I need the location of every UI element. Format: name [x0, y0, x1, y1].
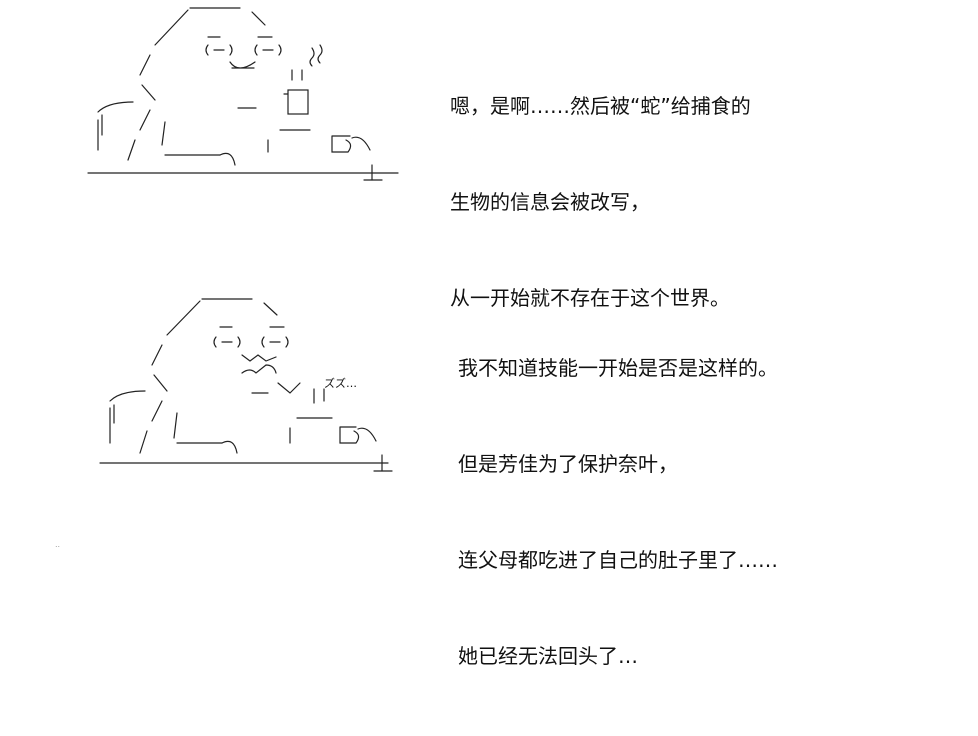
footer-dots: .. — [55, 540, 61, 549]
narration-line: 但是芳佳为了保护奈叶， — [458, 452, 678, 476]
narration-line: 她已经无法回头了… — [458, 644, 638, 668]
narration-text: 嗯，是啊……然后被“蛇”给捕食的 生物的信息会被改写， 从一开始就不存在于这个世… — [450, 26, 751, 378]
narration-line: 嗯，是啊……然后被“蛇”给捕食的 — [450, 94, 751, 118]
ascii-art-character-drinking — [80, 0, 420, 200]
ascii-art-character-slurping: ズズ… — [92, 293, 432, 493]
slurp-sound-effect: ズズ… — [324, 377, 357, 390]
narration-line: 连父母都吃进了自己的肚子里了…… — [458, 548, 778, 572]
panel-bottom: ズズ… 我不知道技能一开始是否是这样的。 但是芳佳为了保护奈叶， 连父母都吃进了… — [0, 285, 978, 668]
narration-line: 生物的信息会被改写， — [450, 190, 650, 214]
panel-top: 嗯，是啊……然后被“蛇”给捕食的 生物的信息会被改写， 从一开始就不存在于这个世… — [0, 0, 978, 310]
narration-line: 从一开始就不存在于这个世界。 — [450, 286, 730, 310]
narration-line: 我不知道技能一开始是否是这样的。 — [458, 356, 778, 380]
narration-text: 我不知道技能一开始是否是这样的。 但是芳佳为了保护奈叶， 连父母都吃进了自己的肚… — [458, 288, 778, 736]
